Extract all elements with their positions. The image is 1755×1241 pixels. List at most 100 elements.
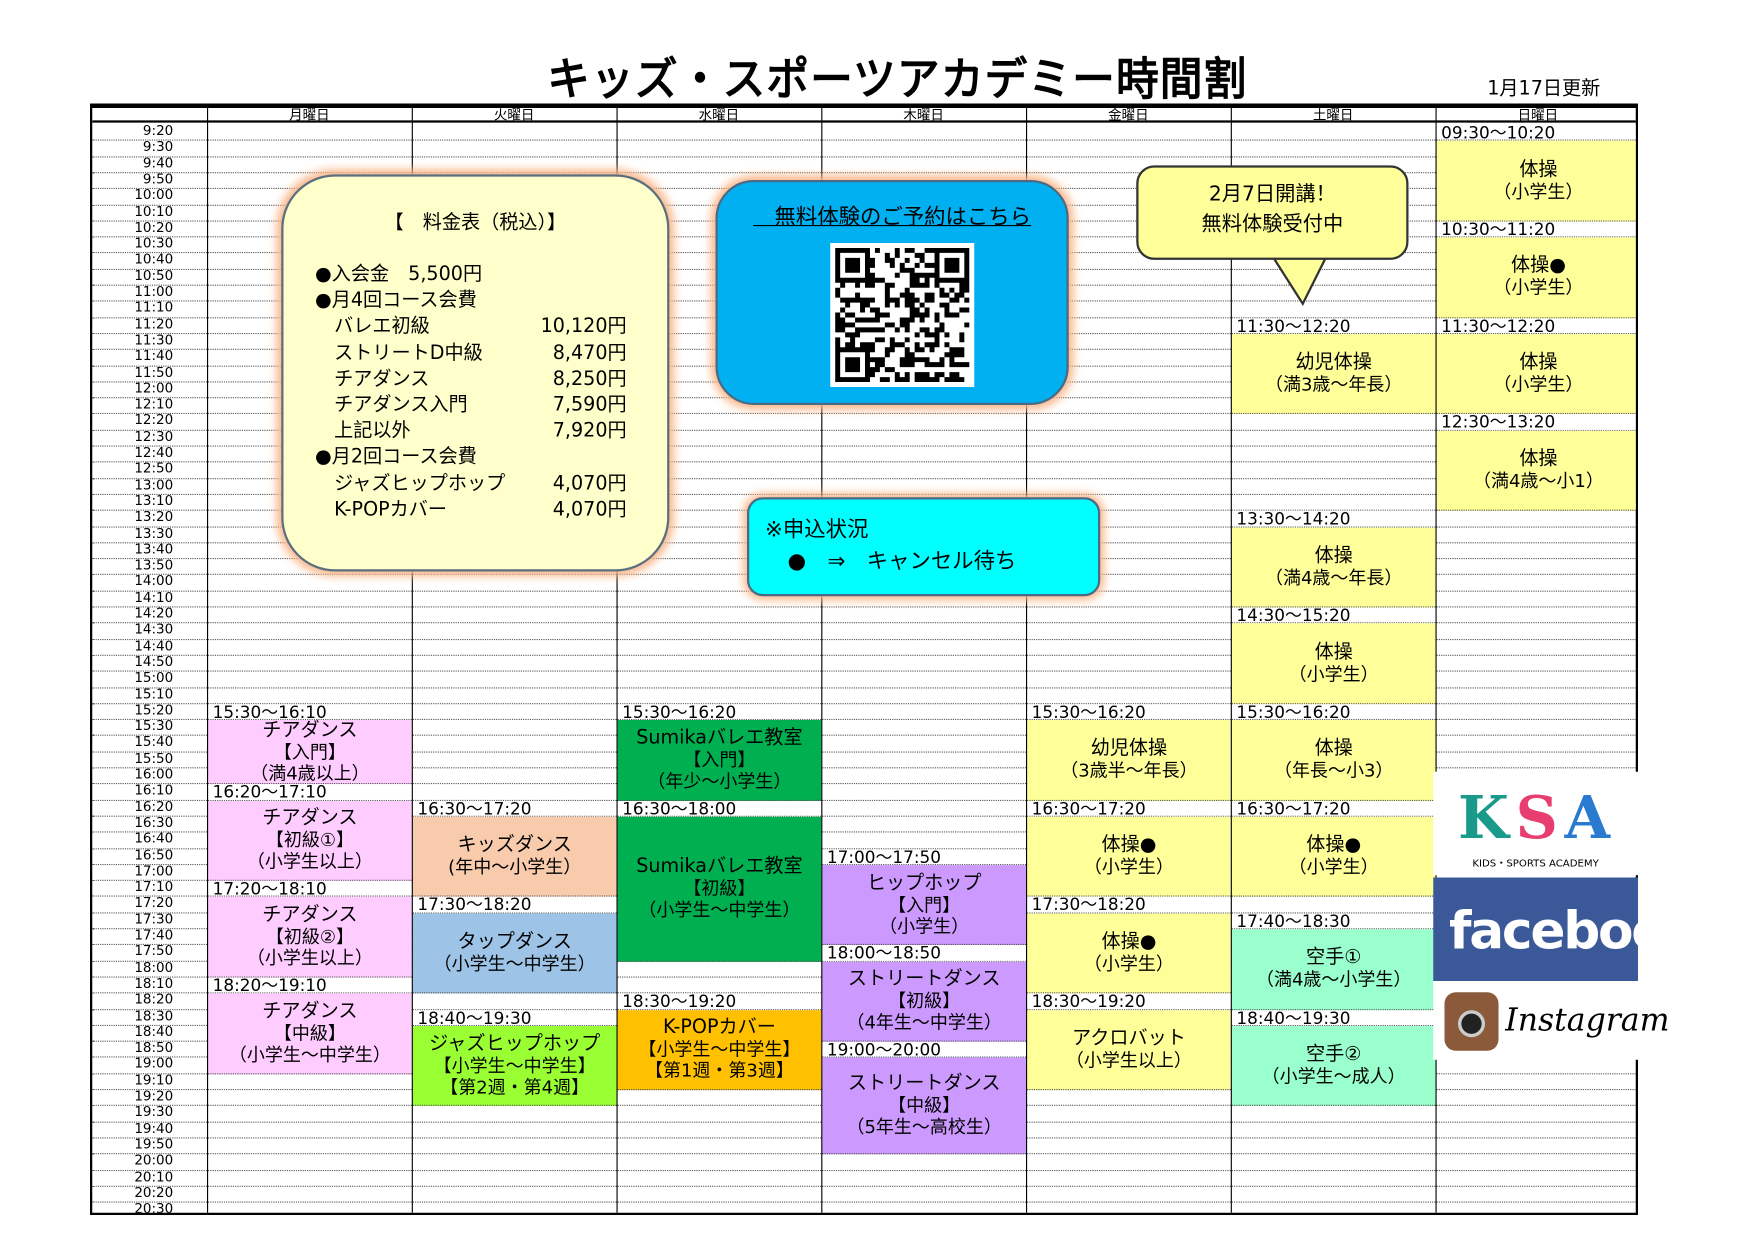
class-block[interactable]: 体操（満4歳～年長） xyxy=(1231,527,1436,608)
class-block[interactable]: 幼児体操（満3歳～年長） xyxy=(1231,334,1436,415)
class-time: 17:30～18:20 xyxy=(412,896,617,914)
row-divider xyxy=(92,960,1636,962)
time-slot-label: 9:40 xyxy=(142,154,174,171)
class-line: （小学生～中学生） xyxy=(228,1043,391,1066)
class-line: （小学生） xyxy=(1083,856,1174,878)
time-slot-label: 16:30 xyxy=(134,814,174,831)
class-block[interactable]: K-POPカバー【小学生～中学生】【第1週・第3週】 xyxy=(617,1009,822,1091)
class-block[interactable]: ヒップホップ【入門】（小学生） xyxy=(822,864,1026,946)
updated-date: 1月17日更新 xyxy=(1487,77,1601,101)
class-block[interactable]: 体操●（小学生） xyxy=(1436,237,1636,318)
time-slot-label: 12:00 xyxy=(134,380,174,396)
class-block[interactable]: アクロバット（小学生以上） xyxy=(1027,1009,1231,1091)
row-divider xyxy=(92,1201,1636,1203)
time-slot-label: 19:10 xyxy=(134,1071,174,1088)
class-line: （小学生以上） xyxy=(246,947,373,969)
row-divider xyxy=(92,863,1636,865)
time-slot-label: 14:10 xyxy=(134,589,174,605)
class-line: （小学生） xyxy=(1493,373,1584,396)
class-line: 【入門】 xyxy=(683,749,756,771)
time-slot-label: 13:30 xyxy=(134,524,174,541)
class-line: 体操 xyxy=(1314,737,1353,760)
time-slot-label: 19:20 xyxy=(134,1087,174,1104)
class-time: 14:30～15:20 xyxy=(1231,607,1436,624)
class-block[interactable]: Sumikaバレエ教室【初級】（小学生～中学生） xyxy=(617,816,822,962)
column-divider xyxy=(1230,108,1232,1213)
ksa-logo[interactable]: KSA KIDS・SPORTS ACADEMY xyxy=(1433,771,1638,876)
time-slot-label: 20:30 xyxy=(134,1200,174,1215)
row-divider xyxy=(92,1056,1636,1058)
row-divider xyxy=(92,751,1636,753)
class-block[interactable]: 体操●（小学生） xyxy=(1231,816,1436,898)
time-slot-label: 10:50 xyxy=(134,267,174,284)
class-block[interactable]: ストリートダンス【初級】（4年生～中学生） xyxy=(822,961,1026,1042)
class-line: 幼児体操 xyxy=(1090,737,1168,760)
time-slot-label: 17:40 xyxy=(134,927,174,943)
class-block[interactable]: ストリートダンス【中級】（5年生～高校生） xyxy=(822,1057,1026,1155)
class-block[interactable]: ジャズヒップホップ【小学生～中学生】【第2週・第4週】 xyxy=(412,1025,617,1107)
time-slot-label: 15:20 xyxy=(134,701,174,718)
class-block[interactable]: 体操●（小学生） xyxy=(1027,913,1231,994)
fee-value: 7,920円 xyxy=(552,419,627,443)
class-time: 17:40～18:30 xyxy=(1231,912,1436,930)
day-header: 月曜日 xyxy=(207,108,412,123)
ksa-letter: K xyxy=(1458,784,1516,853)
instagram-logo[interactable]: Instagram xyxy=(1433,981,1669,1060)
class-line: （小学生～中学生） xyxy=(433,952,596,975)
class-line: （小学生以上） xyxy=(1065,1049,1192,1071)
column-divider xyxy=(821,108,823,1213)
fee-label: K-POPカバー xyxy=(315,498,448,521)
class-time: 18:00～18:50 xyxy=(822,945,1026,962)
time-slot-label: 13:00 xyxy=(134,476,174,493)
class-line: 【中級】 xyxy=(273,1022,346,1044)
fee-label: バレエ初級 xyxy=(315,315,430,338)
class-block[interactable]: 体操（満4歳～小1） xyxy=(1436,430,1636,511)
row-divider xyxy=(92,718,1636,721)
row-divider xyxy=(92,670,1636,672)
class-block[interactable]: 空手①（満4歳～小学生） xyxy=(1231,929,1436,1010)
class-block[interactable]: 体操（小学生） xyxy=(1231,623,1436,705)
fee-row: ●月4回コース会費 xyxy=(315,284,627,312)
class-line: （4年生～中学生） xyxy=(846,1011,1002,1034)
time-slot-label: 14:00 xyxy=(134,573,174,589)
class-block[interactable]: チアダンス【初級①】（小学生以上） xyxy=(208,800,412,881)
class-block[interactable]: タップダンス（小学生～中学生） xyxy=(412,913,617,994)
row-divider xyxy=(92,172,1636,174)
class-time: 18:40～19:30 xyxy=(412,1009,617,1026)
qr-code-icon[interactable] xyxy=(830,243,975,387)
class-block[interactable]: Sumikaバレエ教室【入門】（年少～小学生） xyxy=(617,720,822,801)
class-block[interactable]: 幼児体操（3歳半～年長） xyxy=(1027,720,1231,801)
row-divider xyxy=(92,799,1636,801)
class-line: 【入門】 xyxy=(888,893,961,916)
class-time: 16:30～17:20 xyxy=(1027,800,1231,817)
time-slot-label: 14:20 xyxy=(134,605,174,621)
time-slot-label: 12:30 xyxy=(134,428,174,445)
time-slot-label: 11:40 xyxy=(134,347,174,364)
class-line: 体操● xyxy=(1306,833,1362,857)
free-trial-link[interactable]: 無料体験のご予約はこちら xyxy=(753,204,1032,230)
class-block[interactable]: 体操（小学生） xyxy=(1436,334,1636,415)
facebook-logo[interactable]: facebook xyxy=(1433,877,1699,981)
class-line: （3歳半～年長） xyxy=(1060,759,1198,782)
row-divider xyxy=(92,461,1636,463)
class-block[interactable]: 空手②（小学生～成人） xyxy=(1231,1025,1436,1107)
time-slot-label: 15:00 xyxy=(134,669,174,686)
class-block[interactable]: 体操●（小学生） xyxy=(1027,816,1231,898)
class-line: 体操● xyxy=(1101,833,1157,857)
time-slot-label: 12:40 xyxy=(134,444,174,461)
class-block[interactable]: 体操（小学生） xyxy=(1436,140,1636,222)
time-slot-label: 10:40 xyxy=(134,251,174,268)
fee-value: 4,070円 xyxy=(552,498,627,521)
column-divider xyxy=(1435,108,1437,1213)
class-block[interactable]: 体操（年長～小3） xyxy=(1231,720,1436,801)
time-slot-label: 10:00 xyxy=(134,186,174,203)
class-block[interactable]: チアダンス【中級】（小学生～中学生） xyxy=(208,993,412,1075)
speech-bubble-tail-icon xyxy=(1269,254,1330,306)
class-block[interactable]: チアダンス【入門】（満4歳以上） xyxy=(208,719,412,785)
free-trial-box[interactable]: 無料体験のご予約はこちら xyxy=(715,180,1069,405)
class-block[interactable]: チアダンス【初級②】（小学生以上） xyxy=(208,897,412,978)
class-block[interactable]: キッズダンス(年中～小学生） xyxy=(412,816,617,898)
